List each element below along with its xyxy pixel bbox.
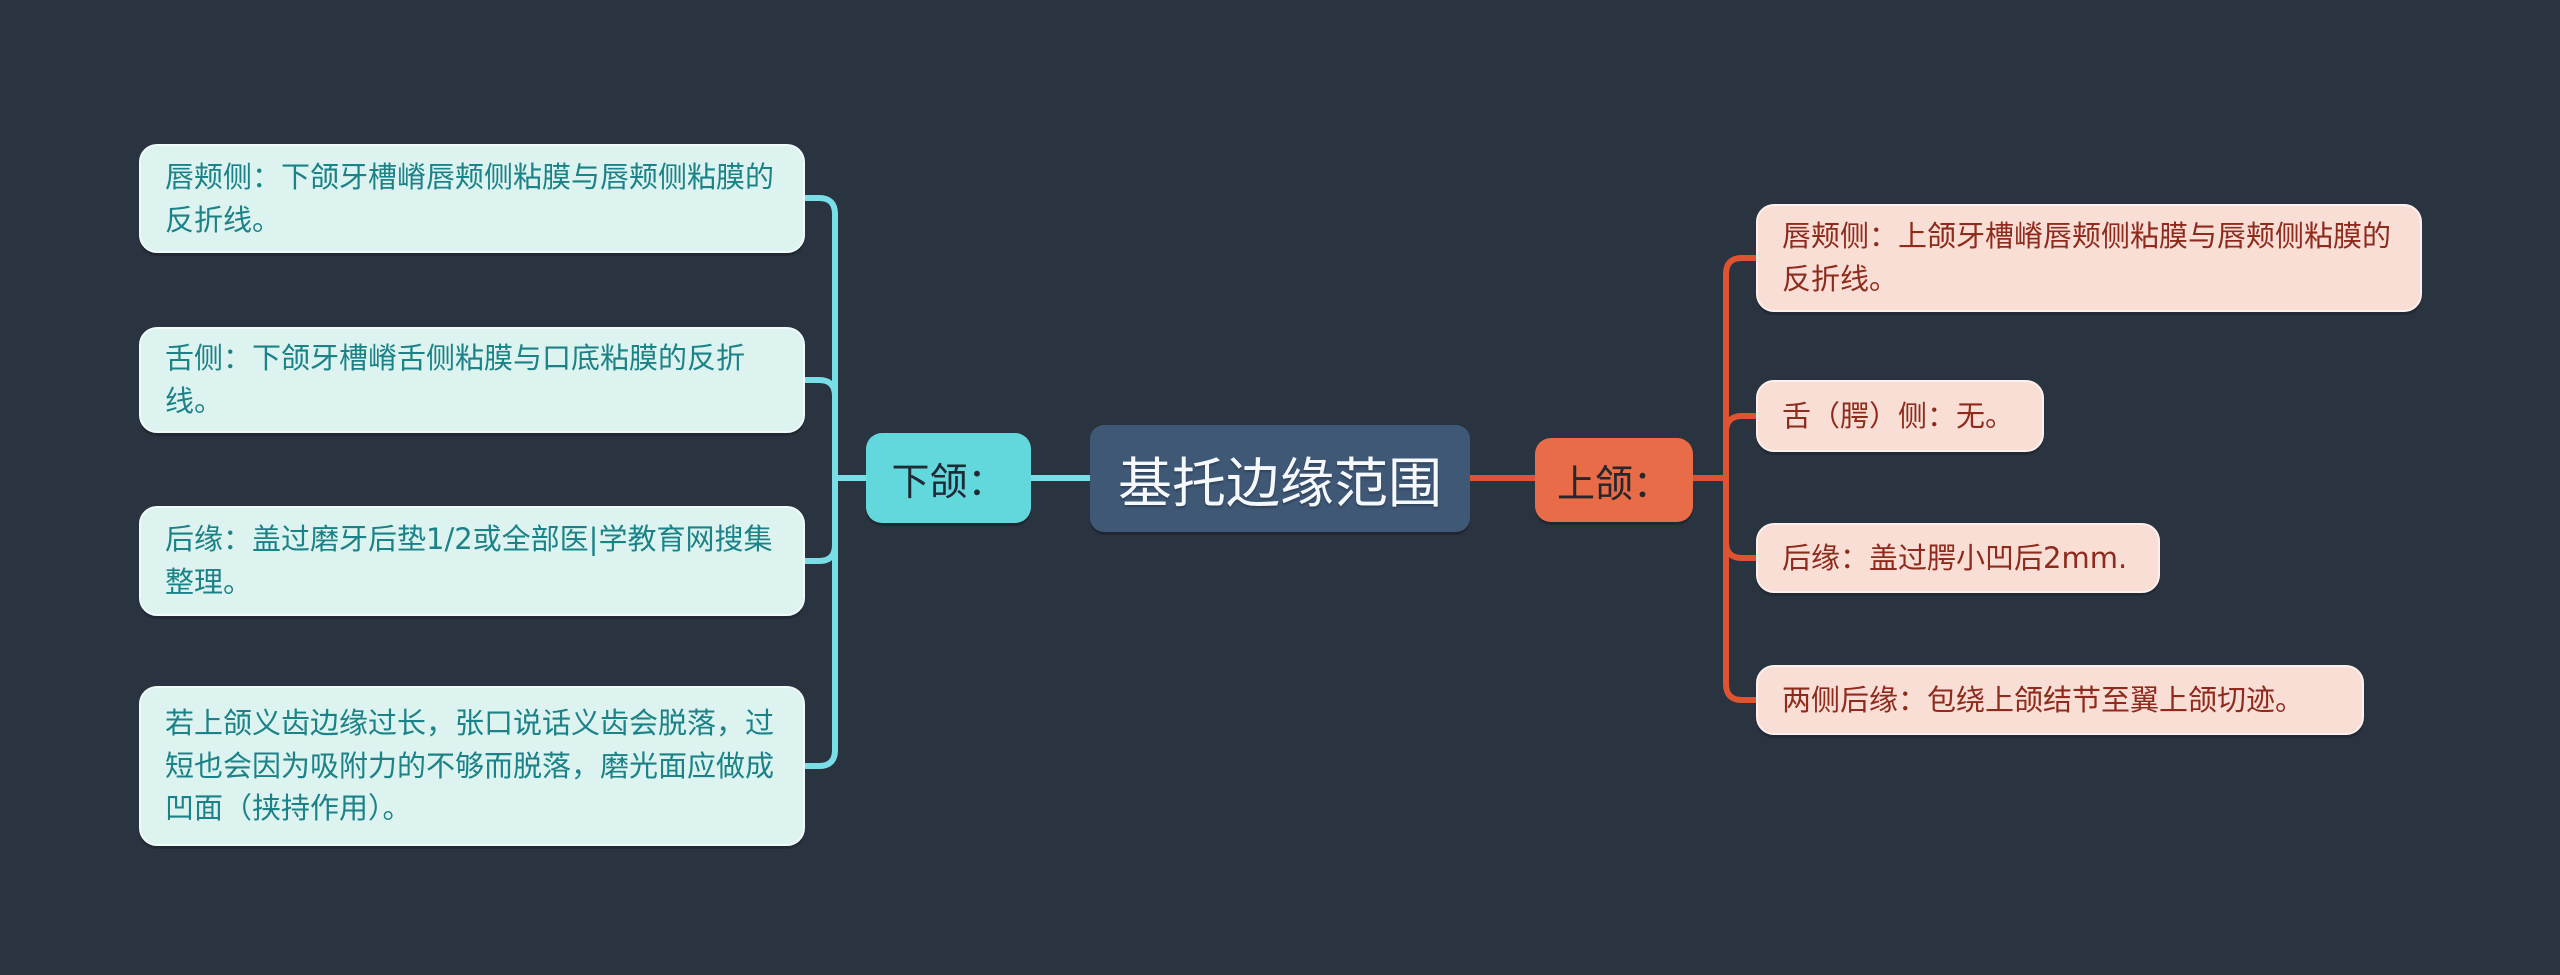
upper-jaw-branch-node[interactable]: 上颌： [1535, 438, 1693, 522]
lower-jaw-branch-label: 下颌： [891, 459, 1006, 504]
left-leaf-posterior-text: 后缘：盖过磨牙后垫1/2或全部医|学教育网搜集整理。 [165, 522, 773, 599]
right-leaf-bilateral-posterior[interactable]: 两侧后缘：包绕上颌结节至翼上颌切迹。 [1756, 665, 2364, 735]
left-leaf-posterior[interactable]: 后缘：盖过磨牙后垫1/2或全部医|学教育网搜集整理。 [139, 506, 805, 616]
left-leaf-lingual-text: 舌侧：下颌牙槽嵴舌侧粘膜与口底粘膜的反折线。 [165, 341, 746, 418]
left-leaf-lingual[interactable]: 舌侧：下颌牙槽嵴舌侧粘膜与口底粘膜的反折线。 [139, 327, 805, 433]
right-trunk-line [1723, 255, 1759, 703]
left-leaf-note[interactable]: 若上颌义齿边缘过长，张口说话义齿会脱落，过短也会因为吸附力的不够而脱落，磨光面应… [139, 686, 805, 846]
right-leaf-posterior-text: 后缘：盖过腭小凹后2mm. [1782, 540, 2128, 575]
left-child3-line [802, 524, 838, 564]
right-leaf-labiobuccal[interactable]: 唇颊侧：上颌牙槽嵴唇颊侧粘膜与唇颊侧粘膜的反折线。 [1756, 204, 2422, 312]
right-leaf-palatal[interactable]: 舌（腭）侧：无。 [1756, 380, 2044, 452]
right-leaf-bilateral-posterior-text: 两侧后缘：包绕上颌结节至翼上颌切迹。 [1782, 682, 2305, 717]
left-child2-line [802, 377, 838, 417]
right-leaf-palatal-text: 舌（腭）侧：无。 [1782, 398, 2015, 433]
upper-jaw-branch-label: 上颌： [1556, 461, 1671, 506]
root-topic-node[interactable]: 基托边缘范围 [1090, 425, 1470, 532]
left-leaf-note-text: 若上颌义齿边缘过长，张口说话义齿会脱落，过短也会因为吸附力的不够而脱落，磨光面应… [165, 705, 775, 826]
right-child2-line [1723, 413, 1759, 453]
right-leaf-labiobuccal-text: 唇颊侧：上颌牙槽嵴唇颊侧粘膜与唇颊侧粘膜的反折线。 [1782, 219, 2392, 296]
right-leaf-posterior[interactable]: 后缘：盖过腭小凹后2mm. [1756, 523, 2160, 593]
left-trunk-line [802, 195, 838, 769]
left-leaf-labiobuccal-text: 唇颊侧：下颌牙槽嵴唇颊侧粘膜与唇颊侧粘膜的反折线。 [165, 159, 775, 237]
left-leaf-labiobuccal[interactable]: 唇颊侧：下颌牙槽嵴唇颊侧粘膜与唇颊侧粘膜的反折线。 [139, 144, 805, 253]
root-topic-label: 基托边缘范围 [1118, 452, 1442, 515]
right-child3-line [1723, 521, 1759, 561]
lower-jaw-branch-node[interactable]: 下颌： [866, 433, 1031, 523]
